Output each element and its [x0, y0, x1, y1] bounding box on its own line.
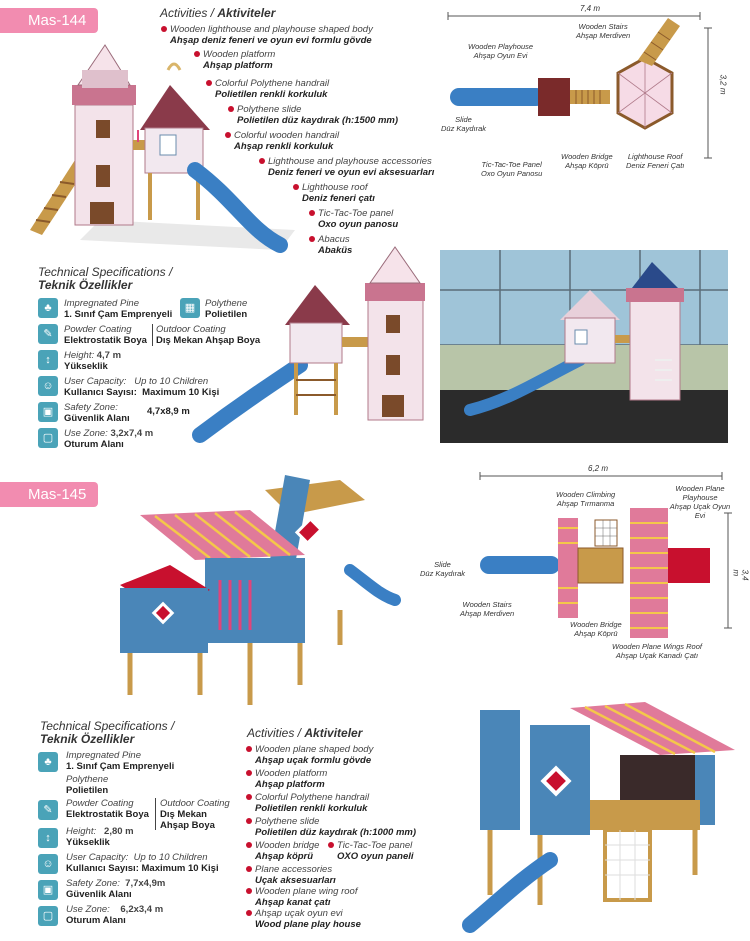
height-icon: ↕	[38, 828, 58, 848]
users-icon: ☺	[38, 854, 58, 874]
mas-145-render-image	[120, 475, 401, 705]
mas-144-plan-diagram	[447, 12, 712, 159]
spec-safety-zone: Safety Zone:Güvenlik Alanı	[64, 402, 130, 424]
pine-icon: ♣	[38, 298, 58, 318]
users-icon: ☺	[38, 376, 58, 396]
spec-title: Technical Specifications /Teknik Özellik…	[40, 719, 175, 746]
activities-title: Activities / Aktiviteler	[247, 726, 363, 740]
product-badge-mas-144: Mas-144	[0, 8, 99, 33]
spec-safety-value: 4,7x8,9 m	[147, 406, 190, 417]
activity-item: Wooden lighthouse and playhouse shaped b…	[161, 24, 373, 46]
use-zone-icon: ▢	[38, 906, 58, 926]
safety-zone-icon: ▣	[38, 402, 58, 422]
activities-title: Activities / Aktiviteler	[160, 6, 276, 20]
plan-width-dim: 6,2 m	[588, 464, 609, 473]
plan-depth-dim: 3,4 m	[731, 569, 750, 581]
plan-width-dim: 7,4 m	[580, 4, 601, 13]
use-zone-icon: ▢	[38, 428, 58, 448]
height-icon: ↕	[38, 350, 58, 370]
mas-144-alt-render-image	[192, 246, 425, 443]
product-badge-mas-145: Mas-145	[0, 482, 99, 507]
paint-icon: ✎	[38, 800, 58, 820]
paint-icon: ✎	[38, 324, 58, 344]
divider	[152, 324, 153, 346]
mas-145-alt-render-image	[462, 702, 735, 933]
mas-145-plan-diagram	[479, 472, 732, 638]
mas-144-render-image	[30, 44, 295, 253]
pine-icon: ♣	[38, 752, 58, 772]
plan-depth-dim: 3,2 m	[718, 74, 728, 95]
polythene-icon: ▦	[180, 298, 200, 318]
mas-144-installation-photo	[440, 250, 728, 443]
spec-title: Technical Specifications /Teknik Özellik…	[38, 265, 173, 292]
safety-zone-icon: ▣	[38, 880, 58, 900]
divider	[155, 798, 156, 830]
